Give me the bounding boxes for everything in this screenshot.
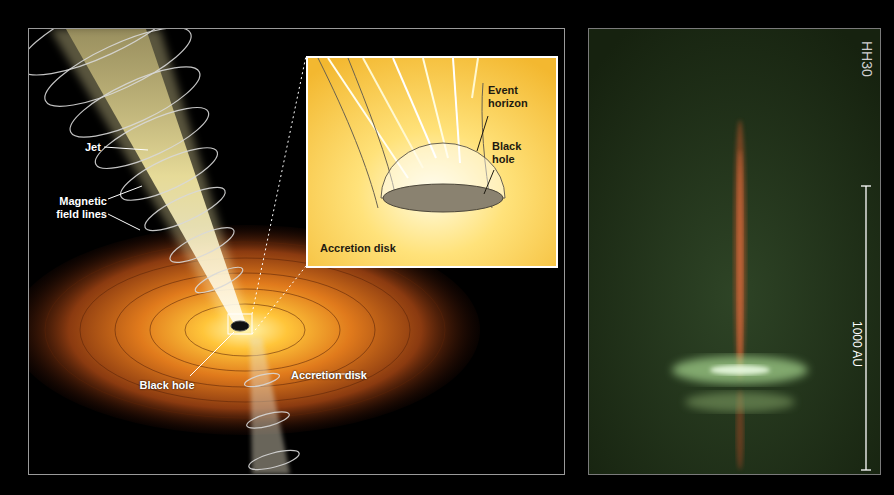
disk-ring [45, 242, 445, 418]
label-text: 1000 AU [850, 321, 864, 367]
disk-rings [45, 242, 445, 418]
jet-glow [50, 29, 250, 326]
label-text: Jet [85, 141, 125, 154]
field-line [62, 54, 208, 150]
disk-ring [150, 289, 340, 371]
scale-tick [861, 469, 871, 470]
label-text: Event horizon [488, 84, 548, 110]
label-text: Black hole [492, 140, 542, 166]
magnetic-field-lines [29, 29, 301, 473]
red-jet [734, 120, 746, 380]
black-hole-illustration [29, 29, 564, 474]
jet-streak [393, 58, 436, 158]
image-ground [589, 29, 880, 474]
zoom-line [252, 266, 306, 334]
leader-line [190, 332, 234, 376]
label-text: Black hole [139, 379, 195, 392]
field-line [140, 180, 230, 239]
field-line [243, 371, 280, 390]
disk-ring [80, 258, 410, 402]
leader-line [484, 170, 494, 194]
field-line [29, 29, 192, 91]
label-text: HH30 [859, 41, 875, 77]
black-hole [231, 321, 249, 331]
field-line [245, 409, 291, 432]
lower-disk-lobe [685, 392, 795, 412]
zoom-inset: Event horizonBlack holeAccretion disk [306, 56, 558, 268]
illustration-panel: Event horizonBlack holeAccretion diskJet… [28, 28, 565, 475]
field-line [36, 29, 200, 121]
field-line [247, 447, 301, 474]
disk-core [710, 365, 770, 375]
photo-panel: HH30 1000 AU [588, 28, 881, 475]
label-text: Magnetic field lines [43, 195, 107, 221]
inset-illustration [308, 58, 556, 266]
scale-tick [861, 185, 871, 186]
leader-line [477, 116, 488, 151]
inset-leaders [477, 116, 494, 194]
zoom-box [228, 314, 252, 334]
scale-line [865, 186, 866, 470]
label-text: Accretion disk [320, 242, 440, 255]
hh30-image [589, 29, 880, 474]
jet-streak [472, 58, 478, 98]
field-line [89, 96, 216, 179]
field-line [318, 58, 378, 208]
black-hole [383, 184, 503, 212]
field-line [192, 263, 245, 298]
field-line [166, 221, 238, 269]
red-jet-core [737, 150, 743, 370]
jet [66, 29, 246, 324]
zoom-line [252, 56, 306, 314]
upper-disk-lobe [672, 356, 808, 384]
inset-ground [308, 58, 556, 266]
label-text: Accretion disk [291, 369, 401, 382]
leader-line [108, 186, 142, 199]
leader-line [104, 147, 148, 150]
leader-line [108, 214, 140, 230]
